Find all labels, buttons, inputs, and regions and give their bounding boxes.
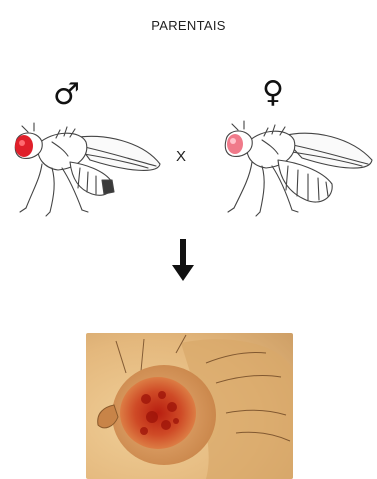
fly-eye-photo	[86, 333, 293, 479]
male-fly-illustration	[8, 112, 168, 222]
female-fly-illustration	[222, 112, 377, 222]
female-symbol-icon: ♀	[262, 78, 284, 108]
down-arrow-icon	[168, 237, 198, 283]
male-red-eye	[15, 135, 33, 157]
male-symbol-icon: ♂	[53, 80, 80, 110]
diagram-title: PARENTAIS	[0, 18, 377, 33]
female-red-eye	[227, 134, 243, 154]
cross-symbol: X	[176, 148, 186, 165]
